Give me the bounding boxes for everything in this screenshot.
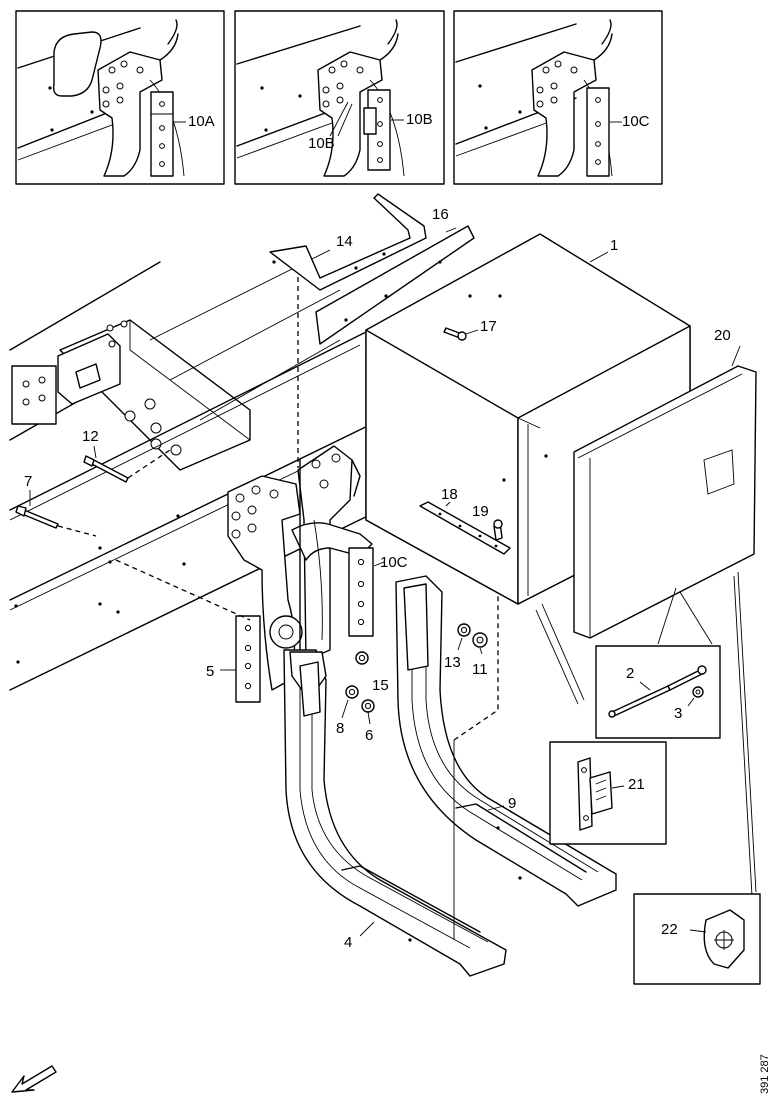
spacer-plate-10c: 10C [348, 547, 408, 637]
bracket-16: 16 [315, 206, 475, 345]
callout-13: 13 [444, 654, 461, 671]
callout-5: 5 [206, 663, 214, 680]
callout-9: 9 [508, 795, 516, 812]
callout-18: 18 [441, 486, 458, 503]
callout-6: 6 [365, 727, 373, 744]
fasteners-6-8-15: 15 8 6 [336, 651, 389, 744]
detail-inset-10b: 10B 10B [234, 10, 445, 185]
screw-19: 19 [472, 503, 503, 541]
callout-21: 21 [628, 776, 645, 793]
direction-arrow-icon [11, 1065, 57, 1093]
callout-10c: 10C [622, 113, 650, 130]
callout-20: 20 [714, 327, 731, 344]
callout-19: 19 [472, 503, 489, 520]
callout-16: 16 [432, 206, 449, 223]
callout-10c-main: 10C [380, 554, 408, 571]
inset-gas-strut: 2 3 [595, 645, 721, 739]
bolt-7: 7 [15, 473, 97, 537]
bolt-12: 12 [82, 428, 171, 483]
document-number: 391 287 [759, 1054, 771, 1094]
lid-20: 20 [573, 327, 757, 639]
detail-inset-10c: 10C [453, 10, 663, 185]
support-arm-9: 9 [395, 575, 617, 907]
callout-22: 22 [661, 921, 678, 938]
chassis-frame-rails [9, 249, 381, 691]
callout-14: 14 [336, 233, 353, 250]
callout-4: 4 [344, 934, 352, 951]
screw-17: 17 [443, 318, 497, 341]
callout-10a: 10A [188, 113, 215, 130]
support-arm-4: 4 [283, 649, 507, 977]
spacer-plate-5: 5 [206, 615, 261, 703]
inset-latch-22: 22 [633, 893, 761, 985]
callout-2: 2 [626, 665, 634, 682]
callout-7: 7 [24, 473, 32, 490]
callout-3: 3 [674, 705, 682, 722]
callout-17: 17 [480, 318, 497, 335]
callout-12: 12 [82, 428, 99, 445]
detail-inset-10a: 10A [15, 10, 225, 185]
bracket-14: 14 [269, 193, 427, 291]
callout-15: 15 [372, 677, 389, 694]
callout-10b: 10B [406, 111, 433, 128]
callout-8: 8 [336, 720, 344, 737]
callout-11: 11 [472, 661, 488, 678]
inset-hinge-21: 21 [549, 741, 667, 845]
hinge-strip-18: 18 [419, 486, 511, 555]
fasteners-11-13: 13 11 [444, 623, 488, 678]
callout-1: 1 [610, 237, 618, 254]
callout-10b-secondary: 10B [308, 135, 335, 152]
